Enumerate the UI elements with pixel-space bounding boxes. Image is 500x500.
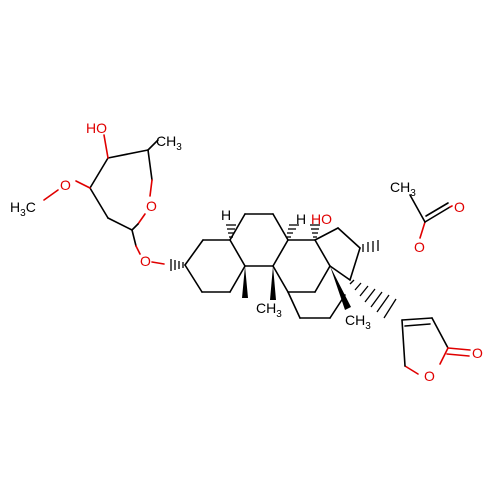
label-h-c8: H [296, 211, 306, 227]
ring-c [272, 239, 331, 293]
label-o-acetyl-carbonyl: O [454, 199, 465, 215]
bond-ring-c-lower3 [329, 294, 346, 319]
label-h-c5: H [221, 207, 231, 223]
label-ch3-acetyl: CH3 [390, 179, 416, 199]
hash-c5-h [226, 224, 236, 238]
ring-b [229, 213, 289, 267]
label-ch3-sugar: CH3 [156, 133, 182, 153]
hash-c3-o [170, 259, 184, 271]
sugar-ring [43, 134, 165, 265]
hash-c17-lactone [349, 279, 397, 319]
label-h3c-methoxy: H3C [10, 199, 36, 219]
label-ch3-c10: CH3 [256, 300, 282, 320]
label-ho-c14: HO [311, 211, 332, 227]
label-o-lactone-carbonyl: O [472, 345, 483, 361]
label-o-lactone-ring: O [424, 368, 435, 384]
stereo-bonds [170, 224, 397, 319]
bond-ring-c-lower [287, 291, 301, 319]
wedge-c13-methyl [330, 266, 351, 310]
hash-c14-oh [310, 224, 320, 238]
wedge-c10-methyl [242, 266, 248, 298]
label-ch3-c13: CH3 [345, 312, 371, 332]
label-o-methoxy: O [60, 177, 71, 193]
ring-a [184, 239, 246, 293]
label-o-sugar-ring: O [146, 198, 157, 214]
ring-d [314, 227, 361, 281]
label-ho-sugar: HO [86, 120, 107, 136]
hash-c8-h [287, 224, 299, 238]
butenolide-ring [401, 317, 471, 375]
hash-c16-o [362, 240, 379, 252]
wedge-c9 [270, 266, 276, 300]
label-o-glycosidic: O [140, 253, 151, 269]
acetate-group [409, 194, 453, 239]
label-o-ester: O [414, 239, 425, 255]
